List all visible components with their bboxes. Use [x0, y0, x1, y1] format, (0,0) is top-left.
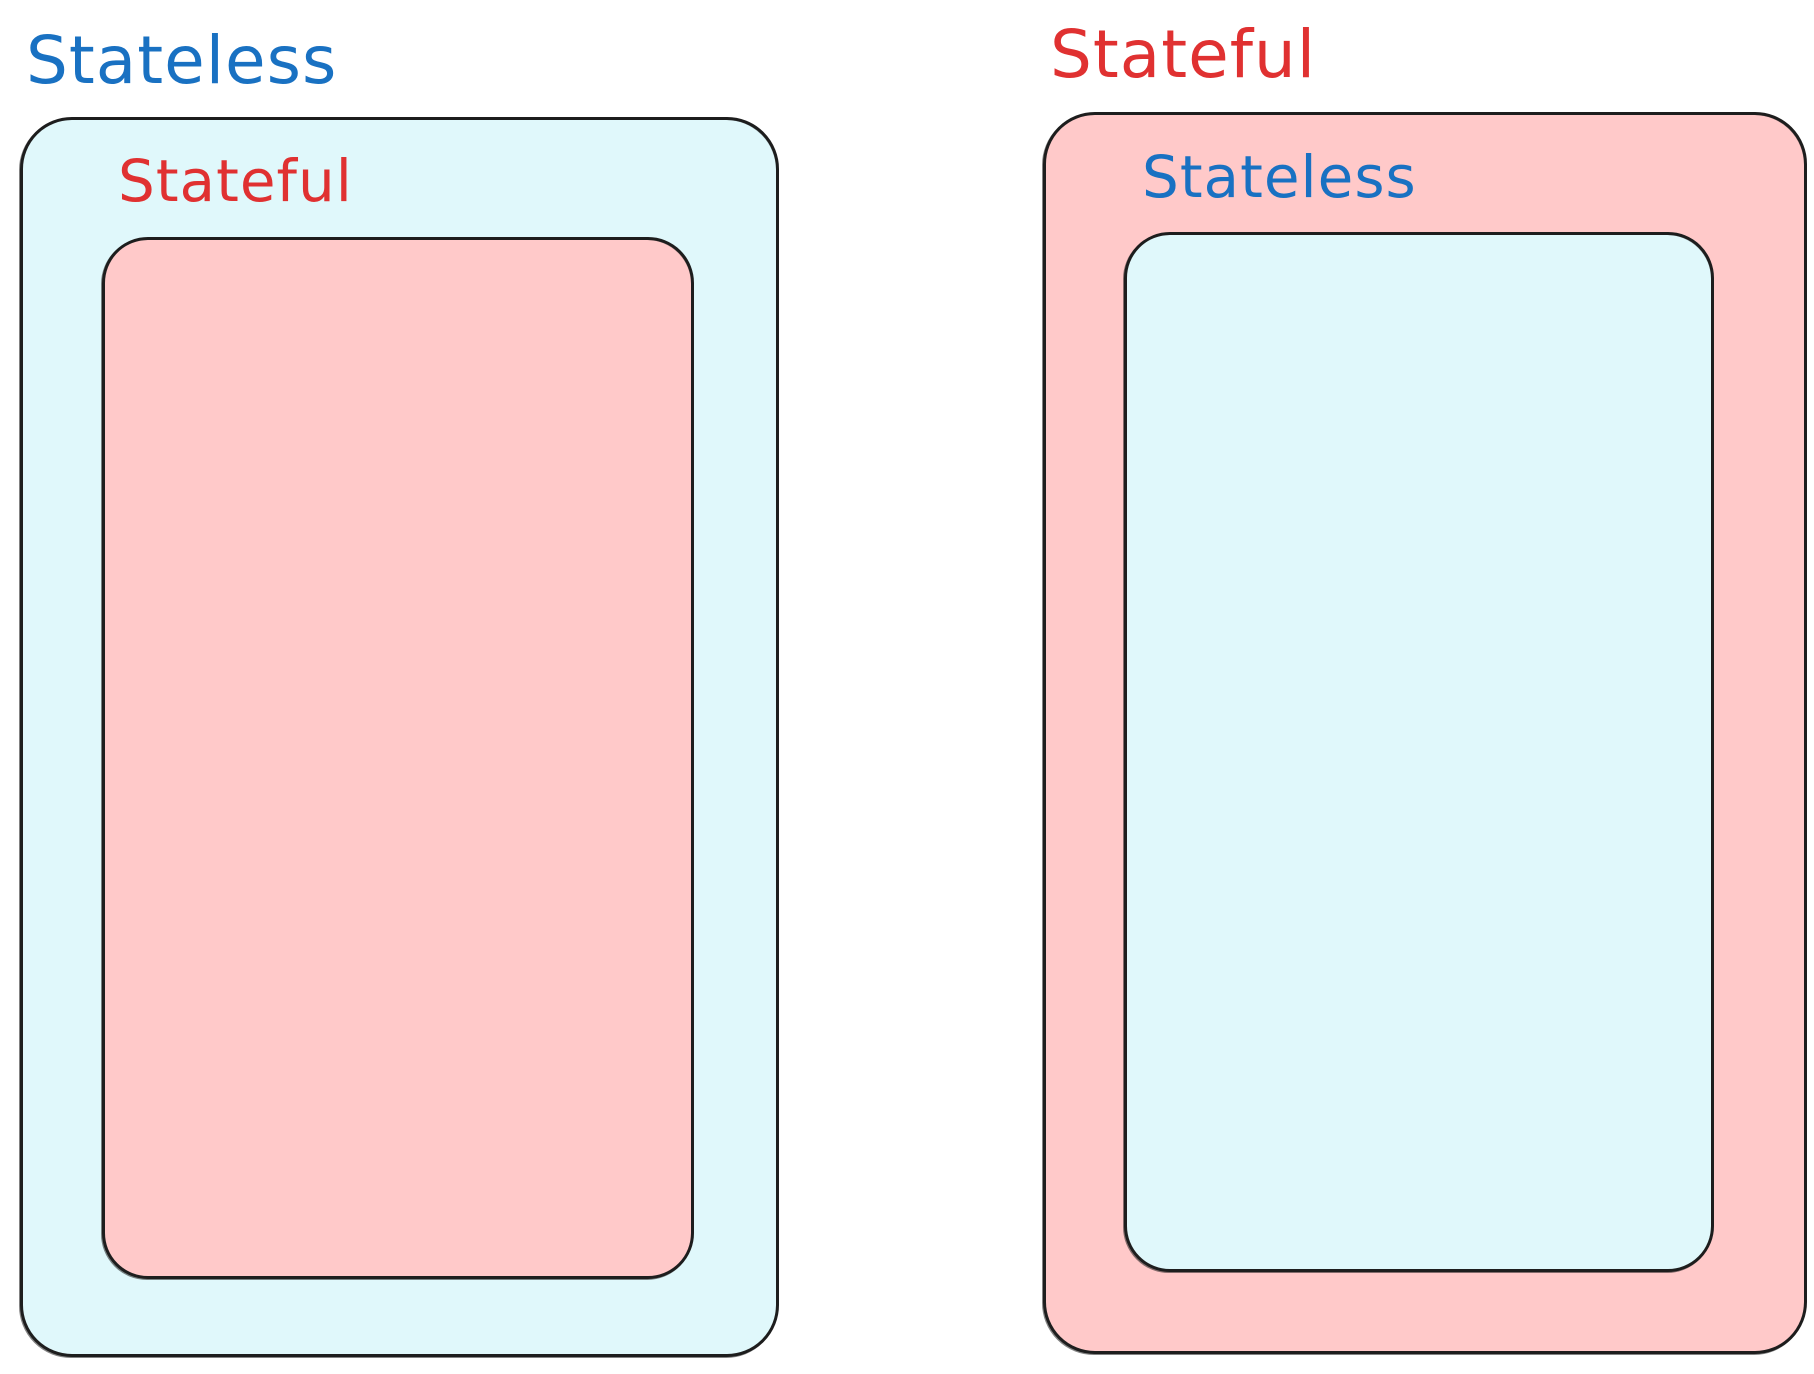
stateless-inner-container — [1123, 232, 1714, 1273]
left-outer-label: Stateless — [26, 22, 338, 99]
right-outer-label: Stateful — [1050, 16, 1317, 93]
right-inner-label: Stateless — [1142, 143, 1417, 211]
left-inner-label: Stateful — [118, 147, 353, 215]
stateful-inner-container — [101, 237, 694, 1280]
